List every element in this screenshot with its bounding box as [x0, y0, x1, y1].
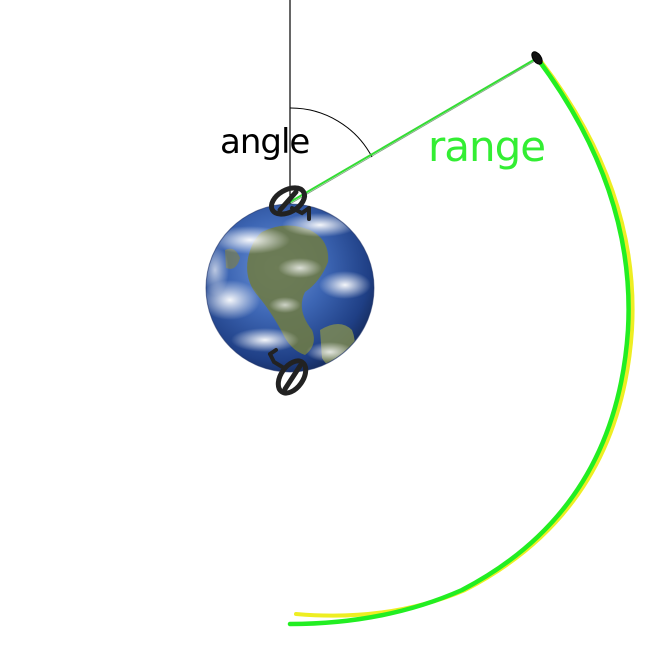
- trajectory-arc: [287, 55, 631, 627]
- satellite-dish-bottom-icon: [268, 348, 309, 396]
- angle-arc: [289, 107, 373, 158]
- range-label: range: [428, 122, 545, 171]
- range-line-shadow: [289, 60, 536, 205]
- angle-label: angle: [220, 122, 309, 162]
- satellite-dish-top-icon: [268, 185, 311, 221]
- target-marker-icon: [531, 51, 543, 65]
- earth-globe-icon: [205, 203, 375, 373]
- range-line: [289, 57, 538, 203]
